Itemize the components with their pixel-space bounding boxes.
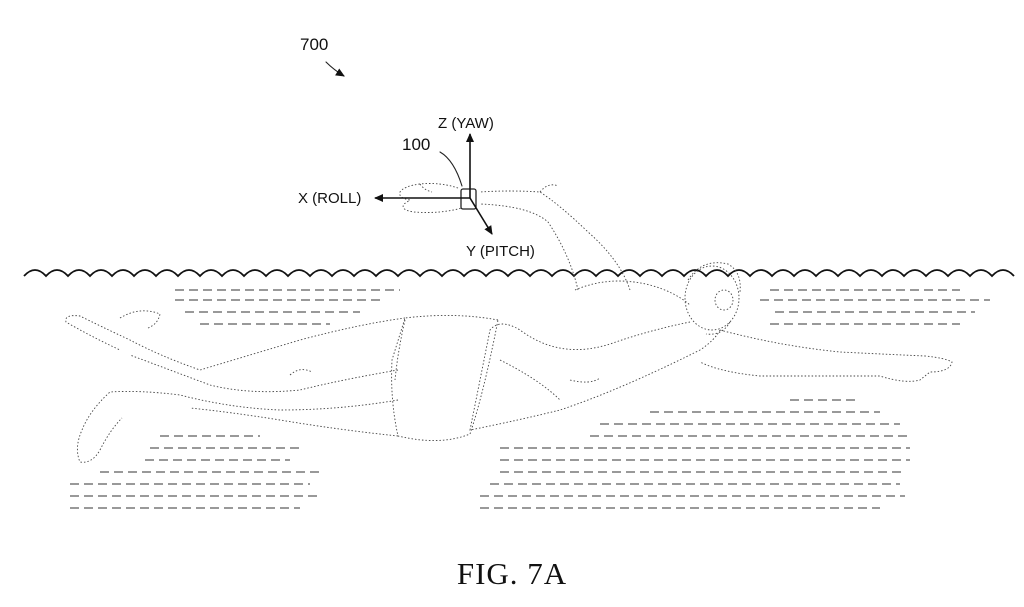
underwater-dashes [70,289,990,509]
water-surface-line [23,269,1015,278]
wearable-device [460,188,477,210]
y-axis-arrow [469,197,493,235]
swimmer-head [684,265,740,331]
swimmer-illustration [65,183,953,463]
swim-trunks [391,314,499,441]
extended-arm [699,329,953,382]
swimmer-torso [469,321,721,431]
swimmer-legs [65,315,406,371]
device-reference-label: 100 [402,135,430,154]
goggles [714,289,734,311]
figure-reference-label: 700 [300,35,328,54]
device-reference-leader [439,151,463,187]
figure-caption: FIG. 7A [456,556,568,591]
swim-cap [687,262,741,293]
y-axis-label: Y (PITCH) [466,243,535,260]
z-axis-label: Z (YAW) [438,115,494,132]
x-axis-label: X (ROLL) [298,190,361,207]
coordinate-axes [374,133,493,235]
figure-reference-arrow [325,61,345,77]
